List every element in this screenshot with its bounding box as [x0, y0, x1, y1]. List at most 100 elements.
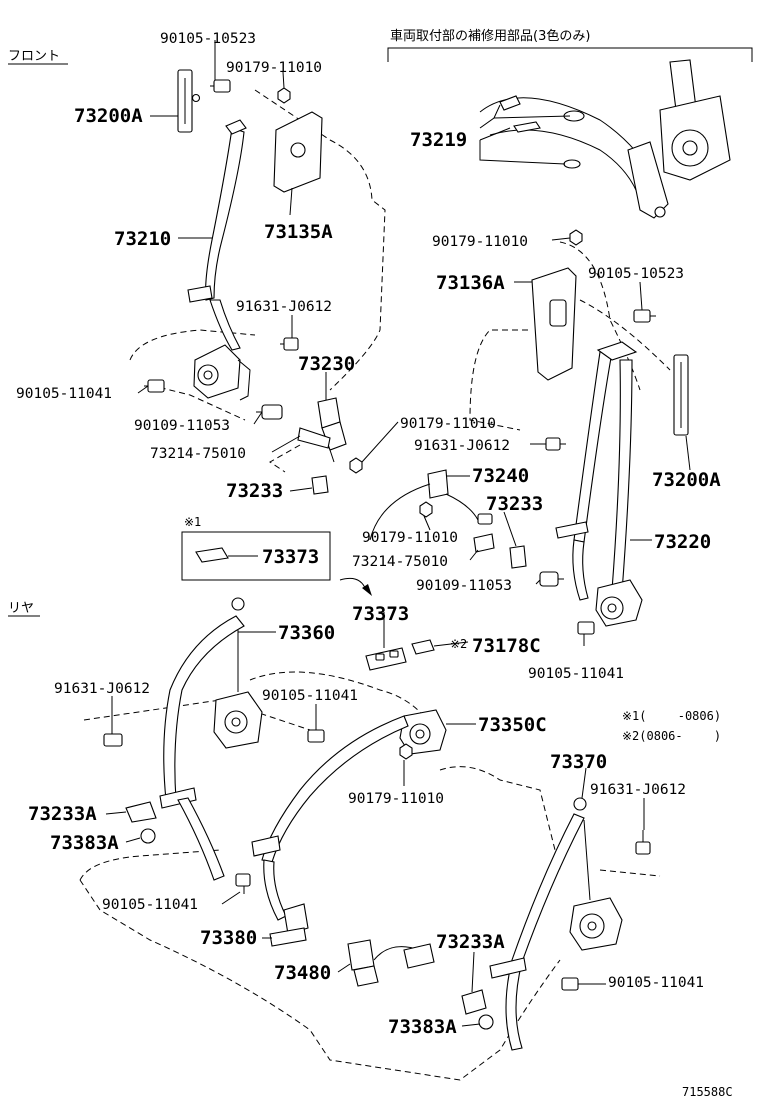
label-73383a: 73383A: [50, 832, 119, 854]
leader: [469, 549, 479, 561]
label-90105-11041-d: 90105-11041: [102, 897, 198, 913]
leader: [105, 811, 127, 815]
bolt-90109-11053: [256, 404, 283, 420]
buckle-73240: [369, 469, 493, 541]
bolt-90105-11041: [144, 379, 165, 393]
front-left-floor-outline: [129, 329, 256, 361]
label-73200a-b: 73200A: [652, 469, 721, 491]
label-73214-75010-b: 73214-75010: [352, 554, 448, 570]
washer-73219: [563, 159, 581, 169]
figure-id: 715588C: [682, 1085, 733, 1099]
label-90179-11010: 90179-11010: [226, 60, 322, 76]
nut-90179-11010-b: [349, 457, 363, 474]
rear-left-anchor: [231, 597, 245, 611]
shoulder-anchor-b: [596, 341, 638, 361]
belt-guide-73370: [489, 957, 527, 979]
leader: [282, 71, 285, 89]
leader: [479, 104, 501, 129]
leader: [137, 385, 149, 394]
lap-strap: [572, 539, 589, 601]
cover-grommet: [290, 142, 306, 158]
repair-parts-bracket: [387, 47, 753, 62]
label-90179-11010-c: 90179-11010: [432, 234, 528, 250]
label-73350c: 73350C: [478, 714, 547, 736]
bolt-90105-11041-d: [235, 873, 251, 894]
anchor-plate-73219: [513, 121, 541, 133]
cap-73178c: [411, 639, 435, 655]
label-91631-j0612-d: 91631-J0612: [590, 782, 686, 798]
label-73136a: 73136A: [436, 272, 505, 294]
lap-strap-73350c: [263, 859, 287, 921]
leader: [479, 127, 511, 141]
bolt-90105-10523-b: [633, 309, 656, 323]
label-90179-11010-b: 90179-11010: [400, 416, 496, 432]
belt-webbing-73210: [205, 127, 245, 301]
label-91631-j0612-b: 91631-J0612: [414, 438, 510, 454]
front-right-seat-belt-assembly: [369, 229, 691, 646]
belt-guide-73220: [555, 521, 589, 539]
bolt-73383a: [140, 828, 156, 844]
leader: [423, 515, 431, 531]
cover-73233: [311, 475, 329, 495]
bolt-91631-j0612-d: [635, 830, 651, 855]
label-73373-box: 73373: [262, 546, 319, 568]
rear-seat-back-outline-2: [439, 766, 561, 871]
leader: [361, 421, 399, 463]
label-90105-10523-b: 90105-10523: [588, 266, 684, 282]
label-73233: 73233: [226, 480, 283, 502]
label-73178c: 73178C: [472, 635, 541, 657]
nut-90179-11010-d: [419, 501, 433, 518]
nut-90179-11010-c: [569, 229, 583, 246]
label-73370: 73370: [550, 751, 607, 773]
front-left-seat-outline: [254, 89, 386, 391]
tongue-slot-2: [389, 650, 399, 658]
label-90105-11041-b: 90105-11041: [528, 666, 624, 682]
cover-73233-b: [509, 545, 527, 569]
bolt-73383a-b: [478, 1014, 494, 1030]
rear-floor-outline-2: [79, 879, 561, 1081]
retractor-73210: [193, 344, 251, 401]
rear-section-label: リヤ: [8, 601, 34, 616]
label-73135a: 73135A: [264, 221, 333, 243]
label-90105-11041: 90105-11041: [16, 386, 112, 402]
bolt-90105-11041-e: [561, 977, 584, 991]
cover-slot: [549, 299, 567, 327]
label-91631-j0612-c: 91631-J0612: [54, 681, 150, 697]
label-90109-11053-b: 90109-11053: [416, 578, 512, 594]
label-73233-b: 73233: [486, 493, 543, 515]
leader: [271, 435, 301, 453]
retractor-73370: [569, 819, 623, 951]
label-73373: 73373: [352, 603, 409, 625]
belt-webbing-73370: [505, 813, 585, 1051]
bolt-90109-11053-b: [539, 571, 564, 587]
label-73210: 73210: [114, 228, 171, 250]
label-73380: 73380: [200, 927, 257, 949]
belt-webbing-73350c: [261, 715, 409, 863]
label-73200a: 73200A: [74, 105, 143, 127]
note-box-73373: ※1 73373: [181, 515, 372, 596]
leader: [337, 963, 351, 973]
label-73230: 73230: [298, 353, 355, 375]
buckle-stay-73214-75010-b: [473, 533, 495, 553]
note-range-1: ※1( -0806): [622, 709, 721, 723]
repair-parts-detail: [479, 59, 731, 219]
note-box-frame: [181, 531, 331, 581]
label-73233a-b: 73233A: [436, 931, 505, 953]
belt-guide-73360: [159, 787, 197, 809]
label-90179-11010-e: 90179-11010: [348, 791, 444, 807]
retractor-73220: [595, 579, 643, 627]
leader: [221, 891, 241, 905]
repair-parts-header: 車両取付部の補修用部品(3色のみ): [390, 28, 590, 44]
label-91631-j0612: 91631-J0612: [236, 299, 332, 315]
leader: [639, 281, 643, 311]
leader: [535, 579, 541, 585]
leader: [479, 140, 566, 165]
front-right-outline-2: [579, 299, 671, 371]
leader: [581, 767, 587, 799]
leader: [125, 837, 141, 843]
buckle-73480: [347, 939, 435, 987]
leader: [253, 411, 263, 425]
label-90179-11010-d: 90179-11010: [362, 530, 458, 546]
leader: [551, 237, 571, 241]
